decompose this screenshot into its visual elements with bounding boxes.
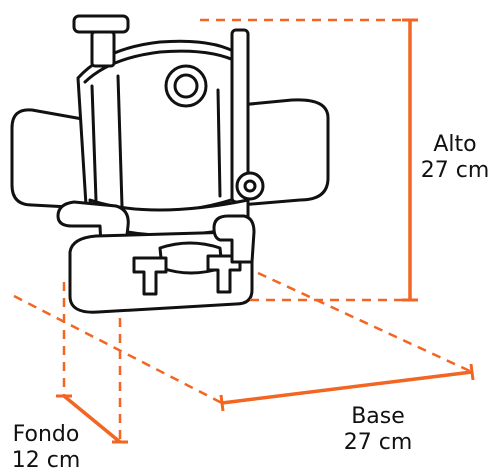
fondo-label-name: Fondo [12,422,80,447]
base-label-name: Base [351,404,405,429]
base-dimension-line [221,370,473,405]
top-knob-stem [90,30,116,68]
alto-dimension-label: Alto 27 cm [418,132,492,184]
clamp-left [132,256,168,296]
dimension-lines [13,18,475,444]
base-knob-right [212,214,256,264]
left-handle [10,108,90,210]
router-tool-icon [10,14,330,314]
fondo-label-value: 12 cm [11,448,81,473]
alto-label-name: Alto [433,132,477,157]
base-extension-left [13,294,223,405]
base-extension-right [257,271,473,374]
speed-dial-inner [173,73,199,99]
fondo-dimension-label: Fondo 12 cm [0,422,92,474]
top-cap [83,49,240,84]
top-knob [72,14,130,34]
base-label-value: 27 cm [343,430,413,455]
fondo-dimension-line [62,394,122,444]
base-dimension-label: Base 27 cm [332,404,424,456]
alto-label-value: 27 cm [420,158,490,183]
